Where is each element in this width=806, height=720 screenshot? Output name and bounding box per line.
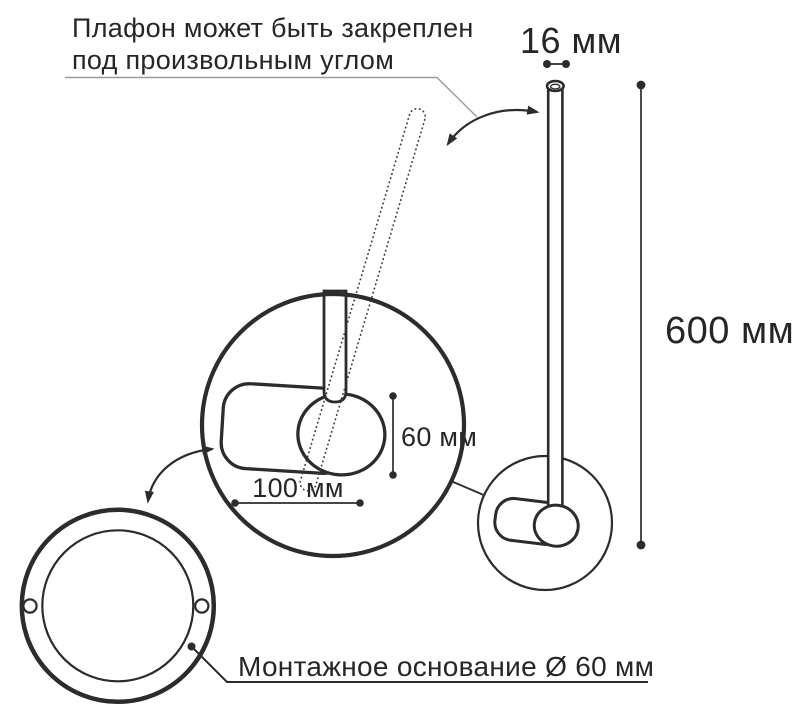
shade-note-leader-line [65, 76, 478, 118]
detail-circle-outline [199, 291, 467, 559]
dim-shade-diameter-dot-top [389, 392, 397, 400]
dashed-tube-outline [299, 107, 427, 492]
dim-shade-length-dot-right [356, 499, 364, 507]
lamp-shade-face-group [532, 503, 580, 548]
base-outer-ring [19, 507, 217, 705]
shade-angle-note-line1: Плафон может быть закреплен [72, 13, 474, 43]
dim-shade-length-label: 100 мм [252, 473, 343, 503]
dim-tube-dot-left [543, 60, 551, 68]
detail-support-rod [322, 289, 348, 404]
lamp-tube-opening [550, 83, 561, 90]
lamp-tube [546, 84, 564, 512]
dim-height-label: 600 мм [665, 310, 794, 352]
mounting-base-note: Монтажное основание Ø 60 мм [238, 651, 654, 682]
dim-tube-diameter-label: 16 мм [520, 20, 622, 61]
dim-height-dot-top [636, 80, 646, 90]
detail-shade [219, 382, 387, 477]
dashed-tilted-tube [299, 107, 427, 492]
base-inner-ring [41, 529, 195, 683]
shade-angle-note-line2: под произвольным углом [72, 45, 394, 75]
base-detail-arrow [144, 445, 215, 504]
dim-shade-length-dot-left [231, 499, 239, 507]
dim-shade-diameter-dot-bottom [389, 471, 397, 479]
base-hole-right [194, 598, 210, 614]
dim-tube-dot-right [562, 60, 570, 68]
dim-height-dot-bottom [636, 540, 646, 550]
lamp-shade-face [532, 503, 580, 548]
base-hole-left [22, 598, 38, 614]
base-leader-line [190, 645, 648, 683]
rotation-arrow [446, 105, 540, 147]
